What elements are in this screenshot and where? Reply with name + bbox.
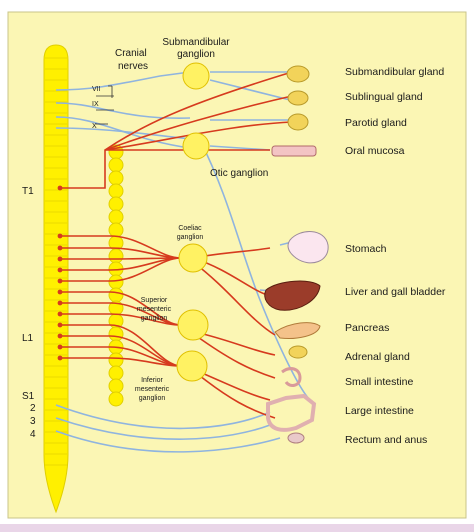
superior-mesenteric-label-line3: ganglion [141,315,168,322]
cranial-nerve-bracket [96,85,114,125]
spinal-s3-label: 3 [30,416,36,427]
organ-label-parotid-gland: Parotid gland [345,117,407,129]
otic-ganglion [182,132,210,160]
organ-label-large-intestine: Large intestine [345,405,414,417]
inferior-mesenteric-label-line1: Inferior [141,377,163,384]
organ-label-sublingual-gland: Sublingual gland [345,91,423,103]
organ-label-stomach: Stomach [345,243,387,255]
chain-ganglion [108,196,124,212]
sympathetic-preganglionic [57,185,182,367]
chain-ganglion [108,170,124,186]
preganglionic-fibre [60,313,182,326]
stomach-icon [287,231,329,264]
coeliac-ganglion [178,243,208,273]
submandibular-gland-icon [286,65,310,83]
small-intestine-icon [281,367,302,387]
superior-mesenteric-ganglion [177,309,209,341]
neuron-cell-body-dot [57,344,63,350]
organ-label-oral-mucosa: Oral mucosa [345,145,405,157]
submandibular-ganglion-label-line1: Submandibular [162,37,230,48]
chain-ganglion [108,274,124,290]
chain-ganglion [108,222,124,238]
chain-ganglion [108,378,124,394]
submandibular-ganglion [182,62,210,90]
large-intestine-icon [266,393,317,432]
sublingual-gland-icon [287,90,309,106]
inferior-mesenteric-label-line2: mesenteric [135,386,170,393]
nerve-ix-label: IX [92,101,99,108]
chain-ganglion [108,183,124,199]
adrenal-gland-icon [288,345,308,359]
preganglionic-fibre [60,357,182,367]
cranial-nerves-label-line2: nerves [118,61,148,72]
chain-ganglion [108,352,124,368]
organ-label-submandibular-gland: Submandibular gland [345,66,444,78]
organ-label-pancreas: Pancreas [345,322,389,334]
spinal-s1-label: S1 [22,391,35,402]
chain-ganglion [108,209,124,225]
parotid-gland-icon [287,113,309,131]
rectum-icon [287,432,305,444]
neuron-cell-body-dot [57,256,63,262]
preganglionic-fibre [60,257,182,282]
neuron-cell-body-dot [57,300,63,306]
spinal-s2-label: 2 [30,403,36,414]
neuron-cell-body-dot [57,289,63,295]
neuron-cell-body-dot [57,267,63,273]
neuron-cell-body-dot [57,233,63,239]
nerve-vii-label: VII [92,86,101,93]
neuron-cell-body-dot [57,322,63,328]
organ-label-rectum-anus: Rectum and anus [345,434,427,446]
inferior-mesenteric-label-line3: ganglion [139,395,166,402]
chain-ganglion [108,365,124,381]
chain-ganglion [108,248,124,264]
organ-label-liver: Liver and gall bladder [345,286,446,298]
organ-icons [264,65,329,444]
coeliac-ganglion-label-line1: Coeliac [178,225,202,232]
coeliac-ganglion-label-line2: ganglion [177,234,204,241]
chain-ganglion [108,157,124,173]
neuron-cell-body-dot [57,333,63,339]
organ-label-adrenal-gland: Adrenal gland [345,351,410,363]
bottom-strip [0,524,474,532]
oral-mucosa-icon [271,145,317,157]
spinal-t1-label: T1 [22,186,34,197]
superior-mesenteric-label-line1: Superior [141,297,168,304]
pancreas-icon [274,322,321,339]
chain-ganglion [108,287,124,303]
chain-ganglion [108,391,124,407]
superior-mesenteric-label-line2: mesenteric [137,306,172,313]
neuron-cell-body-dot [57,245,63,251]
cranial-nerves-label-line1: Cranial [115,48,147,59]
otic-ganglion-label: Otic ganglion [210,168,268,179]
spinal-cord [43,44,69,514]
organ-label-small-intestine: Small intestine [345,376,413,388]
spinal-l1-label: L1 [22,333,34,344]
neuron-cell-body-dot [57,278,63,284]
spinal-s4-label: 4 [30,429,36,440]
inferior-mesenteric-ganglion [176,350,208,382]
neuron-cell-body-dot [57,355,63,361]
parasympathetic-fibres [55,71,311,453]
ganglion-circles [176,62,210,382]
neuron-cell-body-dot [57,311,63,317]
liver-icon [264,280,321,311]
chain-ganglion [108,326,124,342]
submandibular-ganglion-label-line2: ganglion [177,49,215,60]
nerve-x-label: X [92,123,97,130]
